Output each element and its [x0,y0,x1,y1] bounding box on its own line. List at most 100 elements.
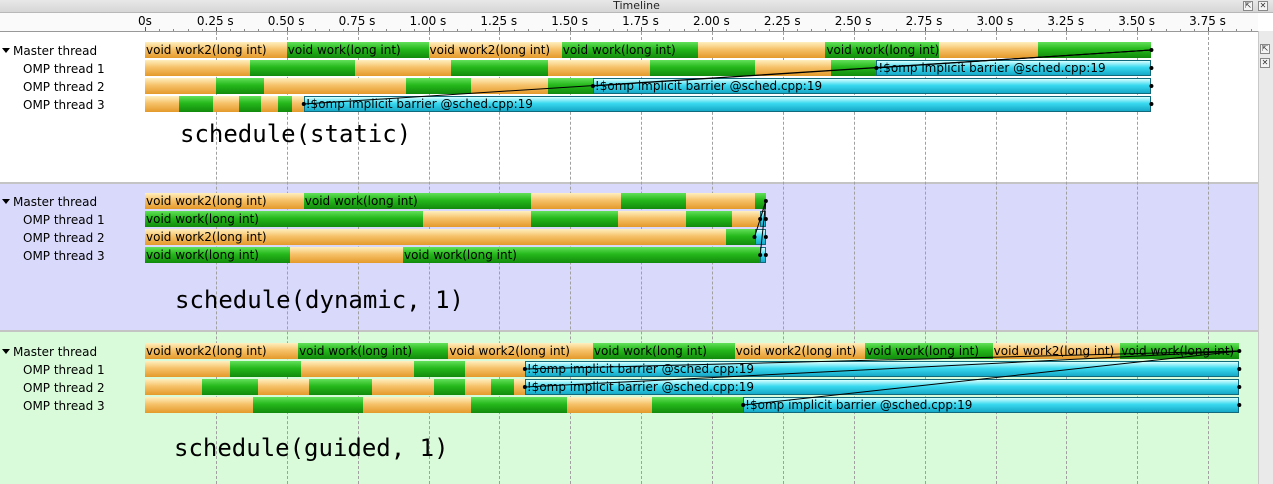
work-segment[interactable]: void work(long int) [145,247,290,263]
work-segment[interactable] [252,397,364,413]
work2-segment[interactable]: void work2(long int) [145,229,727,245]
work2-segment[interactable] [213,96,239,112]
omp-thread-label[interactable]: OMP thread 3 [23,399,105,413]
work2-segment[interactable] [731,211,761,227]
work2-segment[interactable] [261,96,279,112]
omp-thread-label[interactable]: OMP thread 1 [23,213,105,227]
work2-segment[interactable] [363,397,471,413]
work-segment[interactable] [1038,42,1152,58]
barrier-segment[interactable]: !$omp implicit barrier @sched.cpp:19 [743,397,1240,413]
work-segment[interactable]: void work(long int) [592,343,735,359]
work2-segment[interactable] [145,397,253,413]
barrier-segment[interactable]: !$omp implicit barrier @sched.cpp:19 [524,361,1240,377]
master-thread-label[interactable]: Master thread [13,44,98,58]
omp-thread-label[interactable]: OMP thread 2 [23,381,105,395]
work-segment[interactable] [405,78,472,94]
work-segment[interactable] [621,193,687,209]
work2-segment[interactable] [422,211,531,227]
work2-segment[interactable] [697,42,826,58]
close-dock-button[interactable]: ✕ [1260,58,1270,68]
barrier-segment[interactable]: !$omp implicit barrier @sched.cpp:19 [876,60,1152,76]
omp-thread-label[interactable]: OMP thread 3 [23,249,105,263]
work-segment[interactable]: void work(long int) [865,343,993,359]
work-segment[interactable] [471,397,568,413]
work-segment[interactable] [490,379,514,395]
barrier-segment[interactable] [760,211,766,227]
work-segment[interactable]: void work(long int) [561,42,698,58]
work2-segment[interactable] [686,193,755,209]
work2-segment[interactable] [354,60,452,76]
omp-thread-label[interactable]: OMP thread 2 [23,231,105,245]
work2-segment[interactable] [145,78,216,94]
work2-segment[interactable] [145,361,231,377]
work2-segment[interactable]: void work2(long int) [145,343,299,359]
master-thread-label[interactable]: Master thread [13,345,98,359]
work2-segment[interactable] [513,379,525,395]
work2-segment[interactable] [145,60,250,76]
work-segment[interactable] [434,379,466,395]
work-segment[interactable] [754,193,766,209]
close-window-button[interactable]: ✕ [1258,1,1268,11]
work2-segment[interactable] [471,78,548,94]
work2-segment[interactable]: void work2(long int) [145,193,304,209]
work-segment[interactable] [249,60,355,76]
work2-segment[interactable] [567,397,653,413]
work-segment[interactable]: void work(long int) [303,193,531,209]
barrier-segment[interactable] [760,247,766,263]
work2-segment[interactable] [530,193,622,209]
work2-segment[interactable] [264,78,406,94]
work-segment[interactable] [215,78,265,94]
collapse-triangle-icon[interactable] [2,349,10,354]
work2-segment[interactable] [371,379,435,395]
work2-segment[interactable]: void work2(long int) [145,42,287,58]
work2-segment[interactable] [547,60,650,76]
work-segment[interactable]: void work(long int) [825,42,939,58]
work2-segment[interactable] [300,361,415,377]
barrier-segment[interactable] [754,229,766,245]
work2-segment[interactable] [618,211,687,227]
work2-segment[interactable] [292,96,304,112]
work-segment[interactable]: void work(long int) [1120,343,1240,359]
work-segment[interactable] [686,211,732,227]
work2-segment[interactable] [145,379,202,395]
barrier-segment[interactable]: !$omp implicit barrier @sched.cpp:19 [524,379,1240,395]
work2-segment[interactable] [465,379,491,395]
work2-segment[interactable] [938,42,1039,58]
work-segment[interactable] [726,229,755,245]
work-segment[interactable] [414,361,466,377]
omp-thread-label[interactable]: OMP thread 2 [23,80,105,94]
restore-dock-button[interactable]: ⇱ [1260,44,1270,54]
work2-segment[interactable] [465,361,525,377]
work-segment[interactable] [649,60,755,76]
work-segment[interactable] [230,361,301,377]
work-segment[interactable] [831,60,877,76]
work-segment[interactable] [530,211,619,227]
work-segment[interactable] [547,78,593,94]
master-thread-label[interactable]: Master thread [13,195,98,209]
work2-segment[interactable] [289,247,403,263]
work-segment[interactable] [201,379,259,395]
collapse-triangle-icon[interactable] [2,48,10,53]
work-segment[interactable] [179,96,214,112]
work-segment[interactable]: void work(long int) [402,247,761,263]
omp-thread-label[interactable]: OMP thread 3 [23,98,105,112]
work2-segment[interactable] [258,379,310,395]
work2-segment[interactable] [145,96,180,112]
work-segment[interactable] [309,379,372,395]
work2-segment[interactable]: void work2(long int) [992,343,1121,359]
collapse-triangle-icon[interactable] [2,199,10,204]
barrier-segment[interactable]: !$omp implicit barrier @sched.cpp:19 [592,78,1152,94]
barrier-segment[interactable]: !$omp implicit barrier @sched.cpp:19 [303,96,1152,112]
work2-segment[interactable]: void work2(long int) [734,343,866,359]
work2-segment[interactable] [754,60,832,76]
omp-thread-label[interactable]: OMP thread 1 [23,363,105,377]
work-segment[interactable] [652,397,744,413]
work2-segment[interactable]: void work2(long int) [428,42,562,58]
float-window-button[interactable]: ⇱ [1243,1,1253,11]
work-segment[interactable]: void work(long int) [145,211,423,227]
work-segment[interactable]: void work(long int) [286,42,429,58]
work-segment[interactable] [451,60,548,76]
work-segment[interactable] [238,96,262,112]
work-segment[interactable] [278,96,293,112]
